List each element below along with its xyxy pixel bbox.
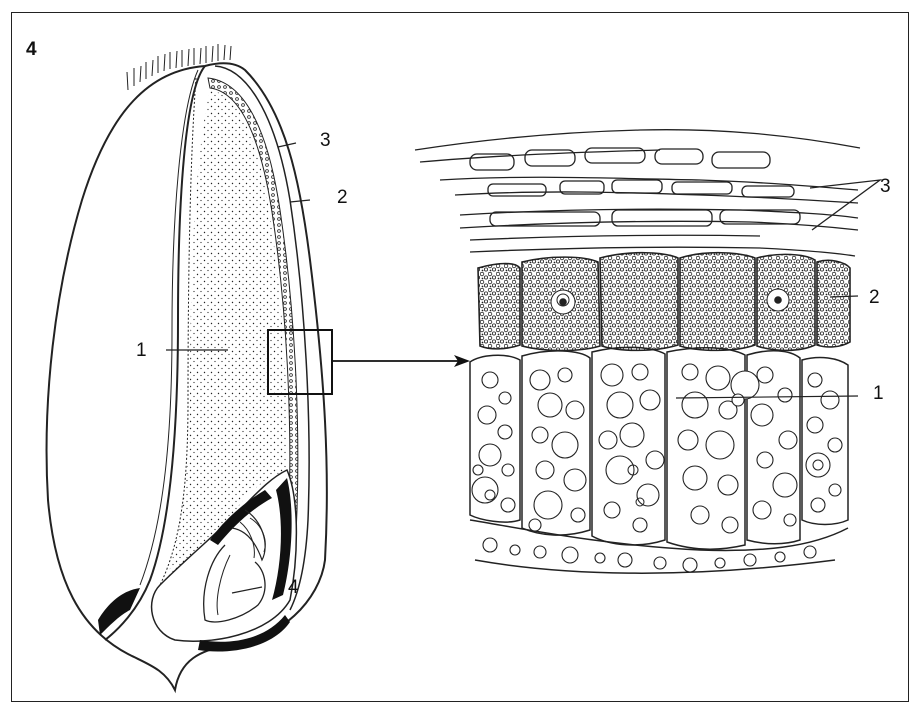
grain-label-pericarp: 3 — [320, 131, 331, 150]
cross-section-detail — [415, 130, 880, 574]
starch-granules — [472, 364, 842, 572]
section-aleurone — [478, 253, 850, 351]
section-label-pericarp: 3 — [880, 177, 891, 196]
section-label-aleurone: 2 — [869, 288, 880, 307]
figure-number: 4 — [26, 40, 37, 59]
section-label-endosperm: 1 — [873, 384, 884, 403]
grain-label-endosperm: 1 — [136, 341, 147, 360]
magnification-arrow — [332, 355, 470, 367]
grain-label-embryo: 4 — [288, 578, 299, 597]
section-pericarp — [415, 130, 880, 256]
grain-label-aleurone: 2 — [337, 188, 348, 207]
